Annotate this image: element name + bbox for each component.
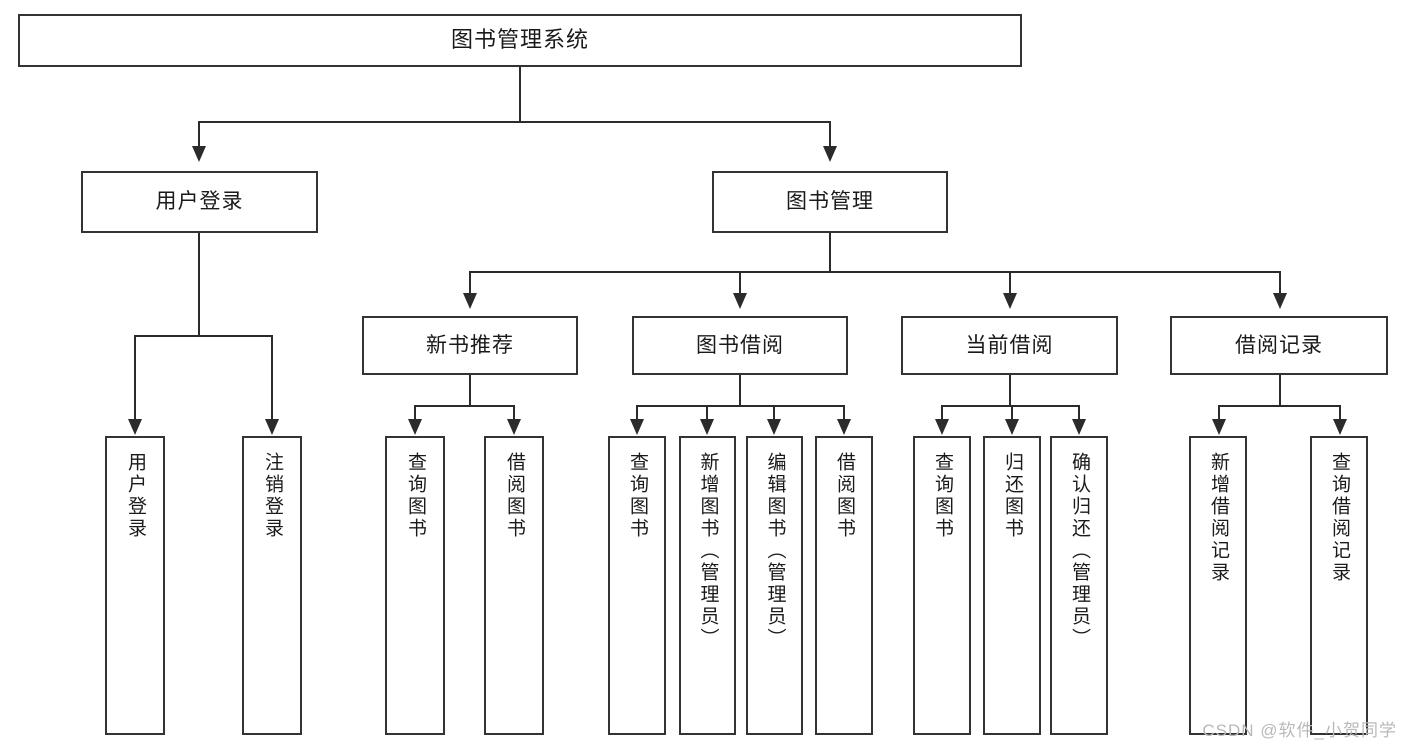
edge-level3-bus	[469, 271, 1281, 273]
node-label: 借阅记录	[1235, 333, 1323, 357]
edge-current-borrow-c3	[1078, 405, 1080, 421]
edge-to-book-borrow	[739, 271, 741, 295]
node-label: 图书管理	[786, 190, 874, 214]
node-label: 借阅图书	[503, 452, 525, 540]
edge-level2-bus	[198, 121, 831, 123]
edge-root-stem	[519, 67, 521, 121]
leaf-query-book-rec[interactable]: 查询图书	[385, 436, 445, 735]
arrow-user-login-child2	[265, 419, 279, 435]
edge-user-login-child1	[134, 335, 136, 421]
node-label: 新增图书（管理员）	[697, 452, 719, 650]
leaf-query-book-borrow[interactable]: 查询图书	[608, 436, 666, 735]
node-root-system[interactable]: 图书管理系统	[18, 14, 1022, 67]
leaf-logout[interactable]: 注销登录	[242, 436, 302, 735]
arrow-book-borrow-c1	[630, 419, 644, 435]
node-label: 用户登录	[124, 452, 146, 540]
node-label: 查询图书	[931, 452, 953, 540]
arrow-new-book-rec-c2	[507, 419, 521, 435]
edge-borrow-records-c2	[1339, 405, 1341, 421]
edge-to-borrow-records	[1279, 271, 1281, 295]
edge-book-borrow-c3	[773, 405, 775, 421]
arrow-current-borrow-c2	[1005, 419, 1019, 435]
edge-book-borrow-c2	[706, 405, 708, 421]
leaf-return-book[interactable]: 归还图书	[983, 436, 1041, 735]
arrow-borrow-records-c1	[1212, 419, 1226, 435]
node-book-borrow[interactable]: 图书借阅	[632, 316, 848, 375]
edge-new-book-rec-c1	[414, 405, 416, 421]
edge-borrow-records-bus	[1218, 405, 1341, 407]
node-label: 查询借阅记录	[1328, 452, 1350, 584]
node-user-login[interactable]: 用户登录	[81, 171, 318, 233]
node-label: 注销登录	[261, 452, 283, 540]
edge-new-book-rec-bus	[414, 405, 515, 407]
arrow-book-borrow-c3	[767, 419, 781, 435]
node-label: 归还图书	[1001, 452, 1023, 540]
arrow-to-borrow-records	[1273, 293, 1287, 309]
leaf-user-login[interactable]: 用户登录	[105, 436, 165, 735]
leaf-add-borrow-record[interactable]: 新增借阅记录	[1189, 436, 1247, 735]
edge-borrow-records-stem	[1279, 375, 1281, 405]
node-label: 图书借阅	[696, 333, 784, 357]
edge-to-new-book-rec	[469, 271, 471, 295]
node-label: 借阅图书	[833, 452, 855, 540]
edge-user-login-stem	[198, 233, 200, 335]
edge-book-borrow-c4	[843, 405, 845, 421]
edge-new-book-rec-stem	[469, 375, 471, 405]
edge-book-borrow-c1	[636, 405, 638, 421]
arrow-book-borrow-c4	[837, 419, 851, 435]
node-label: 新增借阅记录	[1207, 452, 1229, 584]
leaf-borrow-book[interactable]: 借阅图书	[815, 436, 873, 735]
edge-user-login-child2	[271, 335, 273, 421]
edge-current-borrow-c2	[1011, 405, 1013, 421]
node-label: 用户登录	[155, 190, 244, 214]
arrow-current-borrow-c3	[1072, 419, 1086, 435]
node-current-borrow[interactable]: 当前借阅	[901, 316, 1118, 375]
node-book-management[interactable]: 图书管理	[712, 171, 948, 233]
leaf-confirm-return-admin[interactable]: 确认归还（管理员）	[1050, 436, 1108, 735]
edge-current-borrow-bus	[941, 405, 1078, 407]
arrow-to-book-borrow	[733, 293, 747, 309]
edge-book-mgmt-stem	[829, 233, 831, 271]
node-label: 新书推荐	[426, 333, 514, 357]
arrow-to-book-mgmt	[823, 146, 837, 162]
node-label: 确认归还（管理员）	[1068, 452, 1090, 650]
leaf-query-book-current[interactable]: 查询图书	[913, 436, 971, 735]
node-label: 编辑图书（管理员）	[764, 452, 786, 650]
node-label: 图书管理系统	[450, 27, 589, 53]
edge-to-current-borrow	[1009, 271, 1011, 295]
arrow-current-borrow-c1	[935, 419, 949, 435]
leaf-query-borrow-record[interactable]: 查询借阅记录	[1310, 436, 1368, 735]
arrow-user-login-child1	[128, 419, 142, 435]
edge-book-borrow-bus	[636, 405, 845, 407]
arrow-to-current-borrow	[1003, 293, 1017, 309]
edge-current-borrow-c1	[941, 405, 943, 421]
node-label: 查询图书	[626, 452, 648, 540]
edge-to-user-login	[198, 121, 200, 148]
edge-current-borrow-stem	[1009, 375, 1011, 405]
arrow-borrow-records-c2	[1333, 419, 1347, 435]
node-borrow-records[interactable]: 借阅记录	[1170, 316, 1388, 375]
arrow-book-borrow-c2	[700, 419, 714, 435]
leaf-add-book-admin[interactable]: 新增图书（管理员）	[679, 436, 736, 735]
arrow-to-user-login	[192, 146, 206, 162]
leaf-edit-book-admin[interactable]: 编辑图书（管理员）	[746, 436, 803, 735]
node-label: 当前借阅	[965, 333, 1054, 357]
edge-borrow-records-c1	[1218, 405, 1220, 421]
edge-user-login-bus	[134, 335, 272, 337]
node-new-book-recommend[interactable]: 新书推荐	[362, 316, 578, 375]
edge-to-book-mgmt	[829, 121, 831, 148]
node-label: 查询图书	[404, 452, 426, 540]
leaf-borrow-book-rec[interactable]: 借阅图书	[484, 436, 544, 735]
edge-new-book-rec-c2	[513, 405, 515, 421]
arrow-to-new-book-rec	[463, 293, 477, 309]
edge-book-borrow-stem	[739, 375, 741, 405]
arrow-new-book-rec-c1	[408, 419, 422, 435]
